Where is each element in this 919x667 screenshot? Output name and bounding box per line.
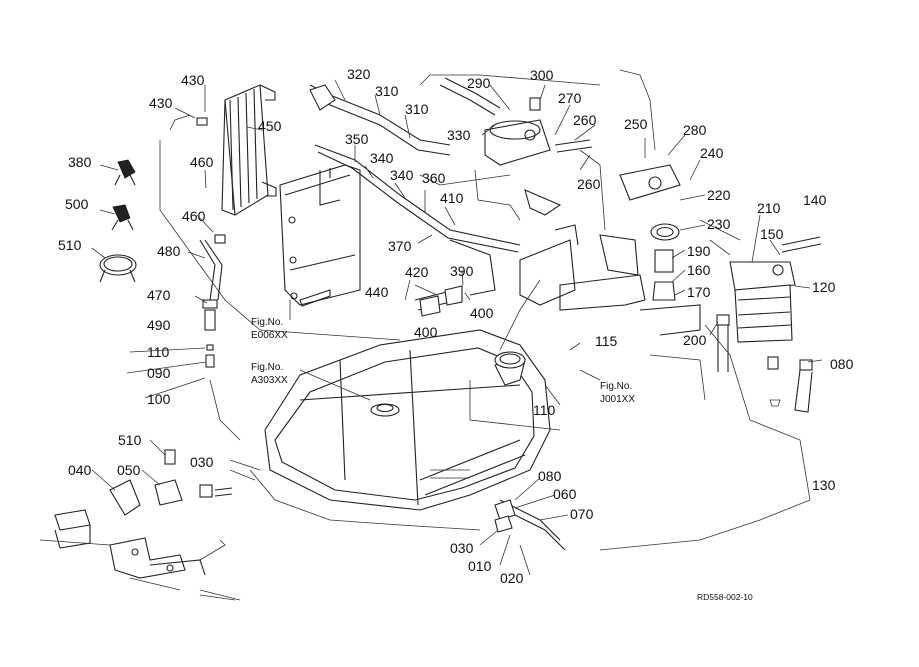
label-310-right: 330 <box>447 127 471 143</box>
label-250: 260 <box>577 176 601 192</box>
drain-fittings <box>39 449 236 601</box>
label-040: 040 <box>68 462 92 478</box>
label-430-top: 430 <box>181 72 205 88</box>
label-080-bottom: 080 <box>538 468 562 484</box>
label-360: 400 <box>470 305 494 321</box>
label-180-lower: 200 <box>683 332 707 348</box>
label-080-right: 080 <box>830 356 854 372</box>
line-art <box>39 69 823 601</box>
label-310-left: 320 <box>347 66 371 82</box>
label-030-left: 030 <box>190 454 214 470</box>
label-115: 115 <box>595 333 618 349</box>
label-210: 230 <box>707 216 731 232</box>
label-110-right: 110 <box>533 402 556 418</box>
label-090: 090 <box>147 365 171 381</box>
label-400: 400 <box>414 324 438 340</box>
label-460-lower: 470 <box>147 287 171 303</box>
label-350: 370 <box>388 238 412 254</box>
label-460-upper: 460 <box>182 208 206 224</box>
label-160: 160 <box>687 262 711 278</box>
label-270: 290 <box>467 75 491 91</box>
label-140: 140 <box>803 192 827 208</box>
label-280: 300 <box>530 67 554 83</box>
label-300: 310 <box>405 101 429 117</box>
label-020: 020 <box>500 570 524 586</box>
bracket-frame <box>279 164 361 307</box>
routing-outline <box>159 69 811 601</box>
hose-clamps <box>99 159 137 283</box>
label-240: 260 <box>573 112 597 128</box>
label-030-bottom: 030 <box>450 540 474 556</box>
label-130: 130 <box>812 477 836 493</box>
label-440: 450 <box>258 118 282 134</box>
label-110-left: 110 <box>147 344 170 360</box>
label-450: 460 <box>190 154 214 170</box>
label-290: 310 <box>375 83 399 99</box>
label-410: 420 <box>405 264 429 280</box>
label-470: 480 <box>157 243 181 259</box>
center-bracket <box>519 189 646 311</box>
label-260-right: 280 <box>683 122 707 138</box>
label-370: 390 <box>450 263 474 279</box>
label-340-top: 350 <box>345 131 369 147</box>
label-050: 050 <box>117 462 141 478</box>
ref-a303-line1: Fig.No. <box>251 362 283 373</box>
leader-lines <box>91 79 823 576</box>
label-510: 510 <box>118 432 142 448</box>
label-260-left: 270 <box>558 90 582 106</box>
label-480: 490 <box>147 317 171 333</box>
label-200: 220 <box>707 187 731 203</box>
label-420: 430 <box>149 95 173 111</box>
label-330: 340 <box>390 167 414 183</box>
label-180-upper: 190 <box>687 243 711 259</box>
label-230: 250 <box>624 116 648 132</box>
label-490: 500 <box>65 196 89 212</box>
ref-e006-line2: E006XX <box>251 330 288 341</box>
label-340-mid: 360 <box>422 170 446 186</box>
figure-references: Fig.No. E006XX Fig.No. A303XX Fig.No. J0… <box>251 317 635 405</box>
label-320: 340 <box>370 150 394 166</box>
part-labels: 430 430 450 460 380 500 460 510 480 470 … <box>58 66 854 586</box>
ref-j001-line2: J001XX <box>600 394 635 405</box>
fuel-cooler <box>196 84 277 244</box>
label-190: 210 <box>757 200 781 216</box>
label-060: 060 <box>553 486 577 502</box>
label-120: 120 <box>812 279 836 295</box>
label-150: 150 <box>760 226 784 242</box>
label-500: 510 <box>58 237 82 253</box>
label-100: 100 <box>147 391 171 407</box>
drawing-code: RD558-002-10 <box>697 592 753 602</box>
ref-j001-line1: Fig.No. <box>600 381 632 392</box>
fuel-lines <box>199 77 701 551</box>
label-380: 380 <box>68 154 92 170</box>
label-430-mid: 440 <box>365 284 389 300</box>
fuel-tank <box>264 329 551 511</box>
pump-assembly <box>484 97 681 301</box>
label-220: 240 <box>700 145 724 161</box>
label-390: 410 <box>440 190 464 206</box>
label-170: 170 <box>687 284 711 300</box>
fuel-filter <box>716 236 822 413</box>
ref-e006-line1: Fig.No. <box>251 317 283 328</box>
label-010: 010 <box>468 558 492 574</box>
ref-a303-line2: A303XX <box>251 375 288 386</box>
label-070: 070 <box>570 506 594 522</box>
